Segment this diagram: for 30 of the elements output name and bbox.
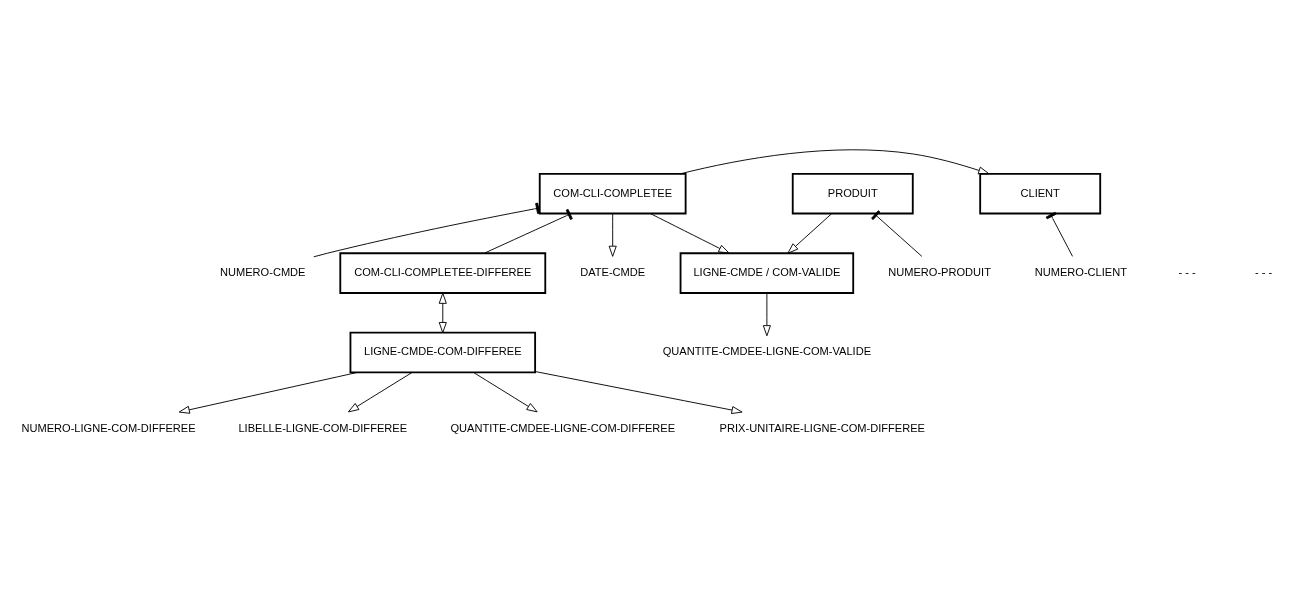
arrow: [438, 292, 447, 334]
arrow: [787, 213, 832, 254]
node-box: CLIENT: [979, 172, 1102, 215]
node-text: NUMERO-CLIENT: [1034, 265, 1127, 278]
node-text: NUMERO-CMDE: [219, 265, 306, 278]
connector: [484, 208, 573, 254]
label: - - -: [1178, 265, 1196, 278]
node-box: PRODUIT: [791, 172, 914, 215]
arrow: [347, 371, 413, 413]
arrow: [608, 213, 617, 257]
arrow: [762, 292, 771, 337]
node-text: QUANTITE-CMDEE-LIGNE-COM-VALIDE: [662, 345, 872, 358]
connector: [1045, 211, 1073, 257]
arrow: [534, 371, 743, 415]
node-box: COM-CLI-COMPLETEE-DIFFEREE: [339, 252, 547, 294]
arrow: [178, 371, 359, 414]
connector: [313, 202, 541, 258]
arrow: [679, 149, 990, 175]
node-box: LIGNE-CMDE-COM-DIFFEREE: [349, 331, 537, 374]
arrow: [649, 213, 730, 254]
node-text: PRIX-UNITAIRE-LIGNE-COM-DIFFEREE: [719, 421, 925, 434]
node-box: LIGNE-CMDE / COM-VALIDE: [679, 252, 855, 294]
label: - - -: [1255, 265, 1273, 278]
node-text: NUMERO-PRODUIT: [888, 265, 991, 278]
node-text: DATE-CMDE: [580, 265, 646, 278]
connector: [871, 210, 923, 257]
node-text: QUANTITE-CMDEE-LIGNE-COM-DIFFEREE: [450, 421, 676, 434]
node-text: LIBELLE-LIGNE-COM-DIFFEREE: [238, 421, 408, 434]
node-text: NUMERO-LIGNE-COM-DIFFEREE: [21, 421, 196, 434]
arrow: [472, 371, 538, 413]
